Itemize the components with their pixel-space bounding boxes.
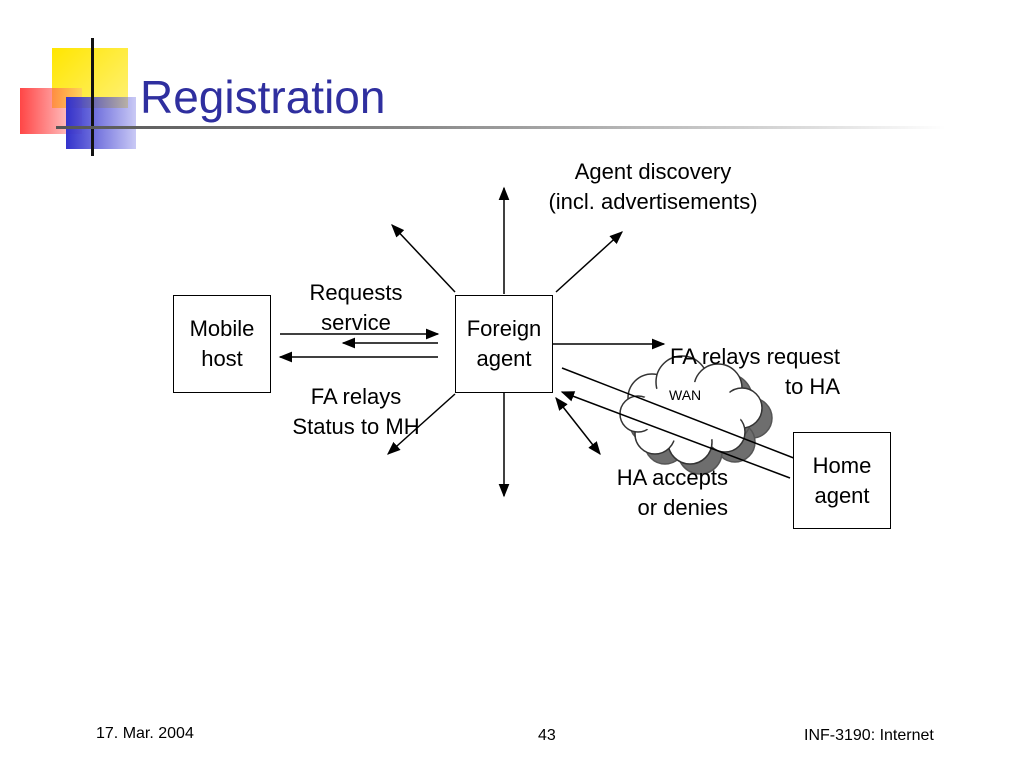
ha-accepts-label: HA accepts or denies [616,465,728,520]
footer-date: 17. Mar. 2004 [96,725,194,742]
line-fa-to-ha [561,367,805,463]
mobile-host-label: Mobile host [189,316,255,371]
wan-cloud-fill [638,382,742,442]
footer-course: INF-3190: Internet [804,727,934,744]
foreign-agent-box: Foreign agent [455,295,553,393]
wan-label: WAN [669,387,702,403]
arrow-fa-downleft [386,393,456,455]
fa-relays-request-label: FA relays request to HA [670,344,840,399]
vertical-rule-decoration [91,38,94,156]
fa-relays-status-label: FA relays Status to MH [292,384,420,439]
footer-page-number: 43 [538,727,556,744]
slide-title: Registration [140,71,386,123]
title-underline [56,126,946,129]
arrow-fa-upright [555,231,623,293]
home-agent-label: Home agent [812,452,872,508]
mobile-host-box: Mobile host [173,295,271,393]
agent-discovery-label: Agent discovery (incl. advertisements) [548,159,758,214]
requests-service-label: Requests service [309,280,403,335]
blue-square-decoration [66,97,136,149]
home-agent-box: Home agent [793,432,891,529]
arrow-ha-accepts [555,396,601,456]
foreign-agent-label: Foreign agent [466,316,542,371]
arrow-fa-upleft [391,224,456,293]
